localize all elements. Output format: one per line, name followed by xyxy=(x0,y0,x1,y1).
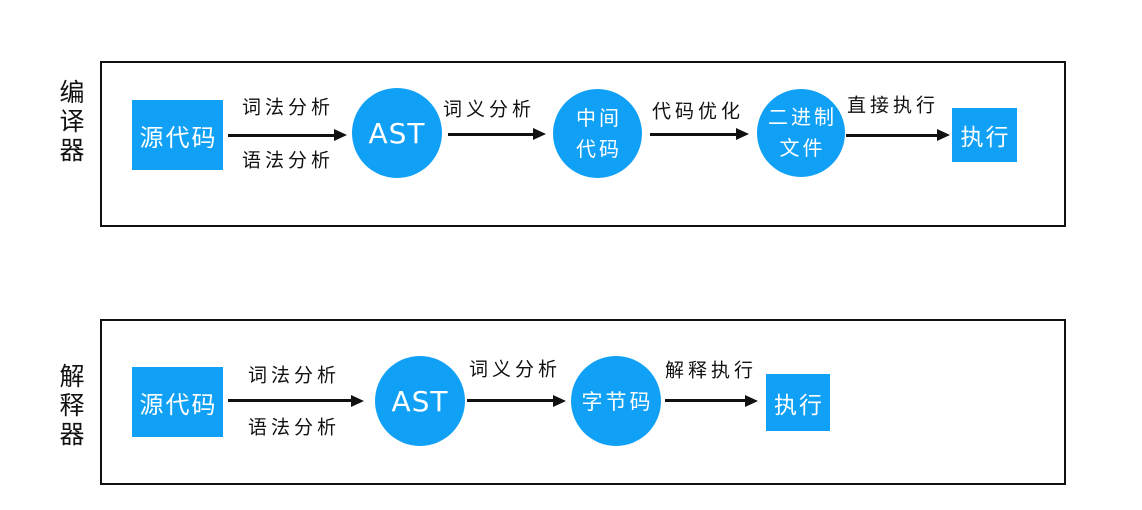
bytecode-node: 字节码 xyxy=(571,356,661,446)
intermediate-code-line1: 中间 xyxy=(576,105,622,130)
arrow-source-to-ast xyxy=(228,133,334,137)
binary-file-node: 二进制 文件 xyxy=(757,89,845,177)
intermediate-code-node: 中间 代码 xyxy=(553,89,642,178)
compiler-source-code-node: 源代码 xyxy=(132,100,223,170)
binary-file-line2: 文件 xyxy=(779,136,826,160)
binary-file-line1: 二进制 xyxy=(768,105,837,129)
intermediate-code-line2: 代码 xyxy=(576,136,622,161)
interpreter-execute-node: 执行 xyxy=(766,374,830,431)
arrow-binary-to-execute xyxy=(846,133,937,137)
edge-label-interpret-execution: 解释执行 xyxy=(664,359,758,382)
interpreter-ast-node: AST xyxy=(375,356,465,446)
compiler-execute-node: 执行 xyxy=(952,108,1017,162)
arrow-ast-to-bytecode xyxy=(467,399,553,402)
edge-label-lexical-analysis: 词法分析 xyxy=(241,96,335,119)
arrow-intermediate-to-binary xyxy=(650,132,736,136)
interpreter-side-label: 解释器 xyxy=(56,363,85,450)
compiler-ast-node: AST xyxy=(352,88,442,178)
edge-label-syntax-analysis-interpreter: 语法分析 xyxy=(247,416,341,439)
arrow-source-to-ast-interpreter xyxy=(228,399,351,402)
arrow-bytecode-to-execute xyxy=(665,399,745,402)
edge-label-lexical-analysis-interpreter: 词法分析 xyxy=(247,364,341,387)
edge-label-direct-execution: 直接执行 xyxy=(846,94,940,117)
compiler-side-label: 编译器 xyxy=(56,79,85,166)
interpreter-panel xyxy=(100,319,1066,485)
edge-label-semantic-analysis-interpreter: 词义分析 xyxy=(468,358,562,381)
edge-label-syntax-analysis: 语法分析 xyxy=(241,149,335,172)
compiler-panel xyxy=(100,61,1066,227)
edge-label-code-optimization: 代码优化 xyxy=(651,100,745,123)
edge-label-semantic-analysis: 词义分析 xyxy=(442,98,536,121)
interpreter-source-code-node: 源代码 xyxy=(132,367,223,437)
arrow-ast-to-intermediate xyxy=(448,132,533,136)
